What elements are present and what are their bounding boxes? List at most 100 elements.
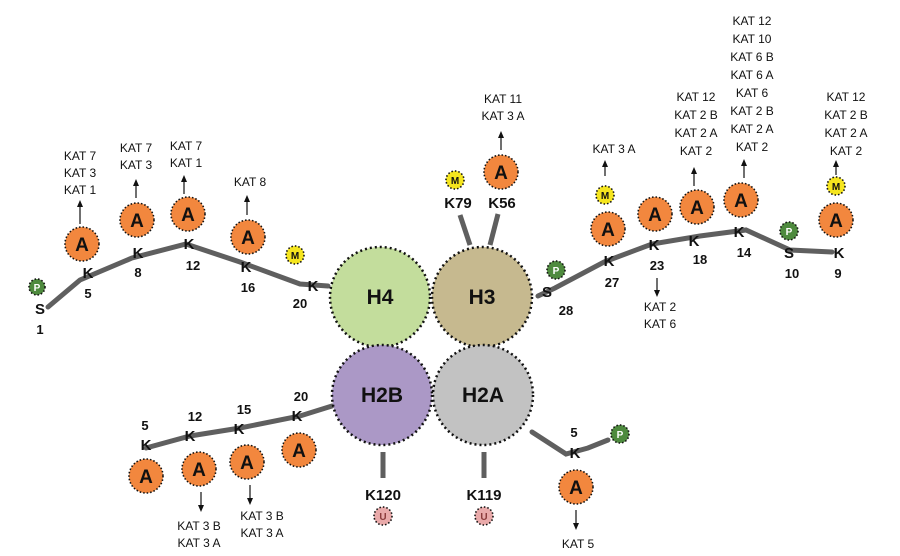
acetyl-mark-symbol: A [181,205,195,226]
methyl-mark-symbol: M [291,251,299,262]
h4-tail-line [45,241,331,310]
acetyl-mark-h2b-k5 [128,458,164,494]
h2a-k5-number: 5 [570,425,577,440]
acetyl-mark-h3-k27 [590,211,626,247]
h2a-k5-enzyme: KAT 5 [562,537,595,551]
h4-k5-letter: K [83,265,94,282]
h3-k14-enzyme: KAT 6 B [730,50,774,64]
h3-k18-enzyme: KAT 2 B [674,108,718,122]
acetyl-mark-symbol: A [734,191,748,212]
h2b-k15-enzyme: KAT 3 A [241,526,284,540]
arrow-head [602,160,608,167]
acetyl-mark-h2b-k20 [281,432,317,468]
h3-s28-number: 28 [559,303,573,318]
h4-k8-letter: K [133,245,144,262]
h3-k18-number: 18 [693,252,707,267]
arrow-head [573,523,579,530]
acetyl-mark-symbol: A [292,441,306,462]
core-h2a-circle [431,343,535,447]
h3-k18-letter: K [689,233,700,250]
acetyl-mark-h4-k5 [64,226,100,262]
h2a-k119-label: K119 [466,487,501,504]
phospho-mark-symbol: P [34,283,41,294]
h3-core-sites: M K79 KAT 11 KAT 3 A A K56 [444,92,524,212]
acetyl-mark-symbol: A [240,453,254,474]
h3-k14-enzyme: KAT 2 B [730,104,774,118]
acetyl-mark-symbol: A [829,211,843,232]
h4-k20-letter: K [308,278,319,295]
acetyl-mark-h4-k16 [230,219,266,255]
h3-k14-enzyme: KAT 6 [736,86,769,100]
acetyl-mark-symbol: A [241,228,255,249]
methyl-mark-symbol: M [601,191,609,202]
h3-k27-number: 27 [605,275,619,290]
acetyl-mark-h2b-k12 [181,451,217,487]
methyl-mark-h3-k79 [445,170,465,190]
acetyl-mark-h2a-k5 [558,469,594,505]
tail-lines [45,213,835,478]
methyl-mark-h3-k9 [826,176,846,196]
acetyl-mark-h3-k9 [818,202,854,238]
acetyl-mark-symbol: A [192,460,206,481]
h3-k18-enzyme: KAT 2 [680,144,713,158]
h4-tail: P S 1 KAT 7 KAT 3 KAT 1 A K 5 KAT 7 KAT … [28,139,319,337]
core-h4-circle [328,245,432,349]
phospho-mark-symbol: P [617,430,624,441]
arrow-head [247,498,253,505]
h4-k16-letter: K [241,259,252,276]
acetyl-mark-symbol: A [130,211,144,232]
core-h2a-label: H2A [462,384,504,407]
h3-k23-enzyme: KAT 6 [644,317,677,331]
core-h3-label: H3 [469,286,496,309]
h3-k9-enzyme: KAT 2 B [824,108,868,122]
ubiquitin-mark-symbol: U [480,512,487,523]
h3-k27-enzyme: KAT 3 A [593,142,636,156]
arrow-head [77,200,83,207]
h2b-k120-label: K120 [365,487,401,504]
h2b-k5-letter: K [141,437,152,454]
acetyl-mark-symbol: A [75,235,89,256]
h3-k18-enzyme: KAT 12 [677,90,716,104]
acetyl-mark-h3-k14 [723,182,759,218]
arrow-head [133,179,139,186]
h4-k5-enzyme: KAT 1 [64,183,97,197]
h3-k27-letter: K [604,253,615,270]
arrow-head [654,290,660,297]
h4-k20-number: 20 [293,296,307,311]
h3-k9-number: 9 [834,266,841,281]
acetyl-mark-h3-k56 [483,154,519,190]
h4-k5-number: 5 [84,286,91,301]
h3-k56-stub [487,213,501,246]
phospho-mark-h3-s10 [779,221,799,241]
h3-k9-enzyme: KAT 2 [830,144,863,158]
h2b-tail: 5 K A 12 K A KAT 3 B KAT 3 A 15 K A KAT … [128,389,317,550]
ubiquitin-mark-h2a-k119 [474,506,494,526]
h3-k14-enzyme: KAT 6 A [731,68,774,82]
h3-k56-enzyme: KAT 3 A [482,109,525,123]
acetyl-mark-h3-k23 [637,196,673,232]
h2b-tail-line [143,403,335,451]
h4-k5-enzyme: KAT 7 [64,149,97,163]
h3-tail: P S 28 KAT 3 A M A K 27 A K 23 KAT 2 KAT… [542,14,868,331]
acetyl-mark-symbol: A [569,478,583,499]
acetyl-mark-h2b-k15 [229,444,265,480]
methyl-mark-symbol: M [832,182,840,193]
phospho-mark-h3-s28 [546,260,566,280]
h2b-k15-number: 15 [237,402,251,417]
core-h2b-label: H2B [361,384,403,407]
h3-k14-enzyme: KAT 2 A [731,122,774,136]
h4-k16-enzyme: KAT 8 [234,175,267,189]
h3-k14-enzyme: KAT 10 [733,32,772,46]
h3-k79-stub [457,214,473,246]
h3-k9-enzyme: KAT 2 A [825,126,868,140]
h3-k14-letter: K [734,224,745,241]
h2b-k20-number: 20 [294,389,308,404]
arrow-head [741,159,747,166]
h4-k12-number: 12 [186,258,200,273]
phospho-mark-h2a [610,424,630,444]
methyl-mark-h4-k20 [285,245,305,265]
h3-k23-number: 23 [650,258,664,273]
h4-s1-number: 1 [36,322,43,337]
h3-k14-number: 14 [737,245,752,260]
h4-k5-enzyme: KAT 3 [64,166,97,180]
